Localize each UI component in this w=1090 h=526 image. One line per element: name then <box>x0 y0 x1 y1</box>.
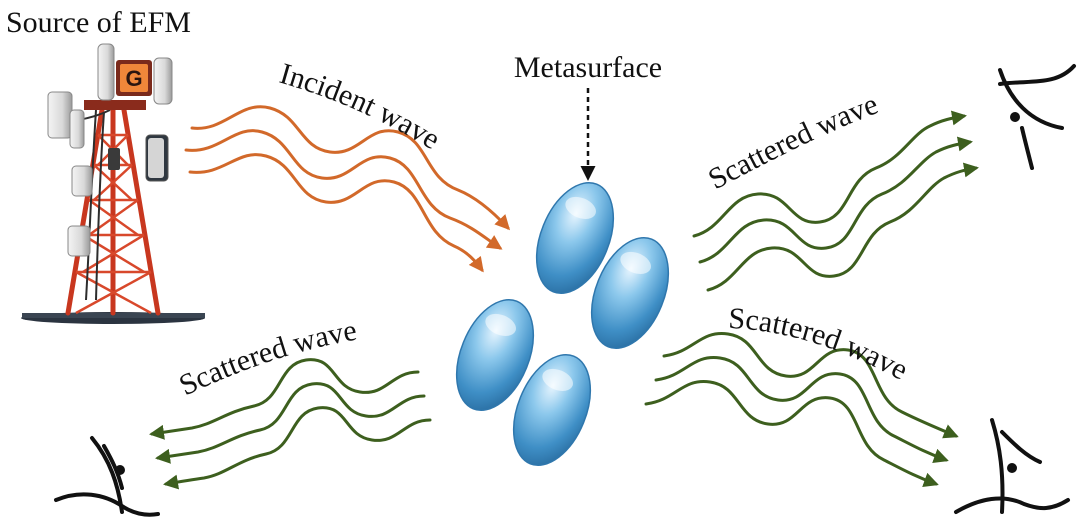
scattered-wave-bottom-left-group <box>149 358 432 490</box>
ellipsoid-icon <box>455 298 535 412</box>
scattered-wave-top-right-group <box>692 110 979 292</box>
incident-wave-3 <box>188 153 484 273</box>
scattered-wave-br-2 <box>654 356 949 463</box>
eye-icon <box>954 418 1070 514</box>
scattered-wave-bl-1 <box>149 358 420 440</box>
scattered-wave-tr-1 <box>692 110 967 238</box>
ellipsoid-icon <box>512 353 592 467</box>
eye-icon <box>998 64 1076 170</box>
ellipsoid-icon <box>590 236 670 350</box>
scattered-wave-br-3 <box>644 380 939 487</box>
incident-wave-group <box>184 105 511 273</box>
source-label: Source of EFM <box>6 6 191 39</box>
scattered-wave-tr-2 <box>698 136 973 264</box>
scattered-wave-br-1 <box>662 332 959 439</box>
metasurface-label: Metasurface <box>514 51 662 84</box>
scattered-wave-bottom-right-label: Scattered wave <box>728 302 914 387</box>
ellipsoid-icon <box>535 181 615 295</box>
incident-wave-1 <box>190 105 511 231</box>
tower-badge: G <box>125 66 142 91</box>
eye-icon <box>54 436 160 517</box>
incident-wave-2 <box>184 129 503 250</box>
cell-tower-icon: G <box>21 43 205 324</box>
metasurface <box>455 181 670 467</box>
scattered-wave-tr-3 <box>706 162 979 292</box>
scattered-wave-bottom-right-group <box>644 332 959 487</box>
scattered-wave-bl-3 <box>163 406 432 490</box>
scattered-wave-top-right-label: Scattered wave <box>703 88 882 196</box>
scattered-wave-bl-2 <box>155 382 426 464</box>
